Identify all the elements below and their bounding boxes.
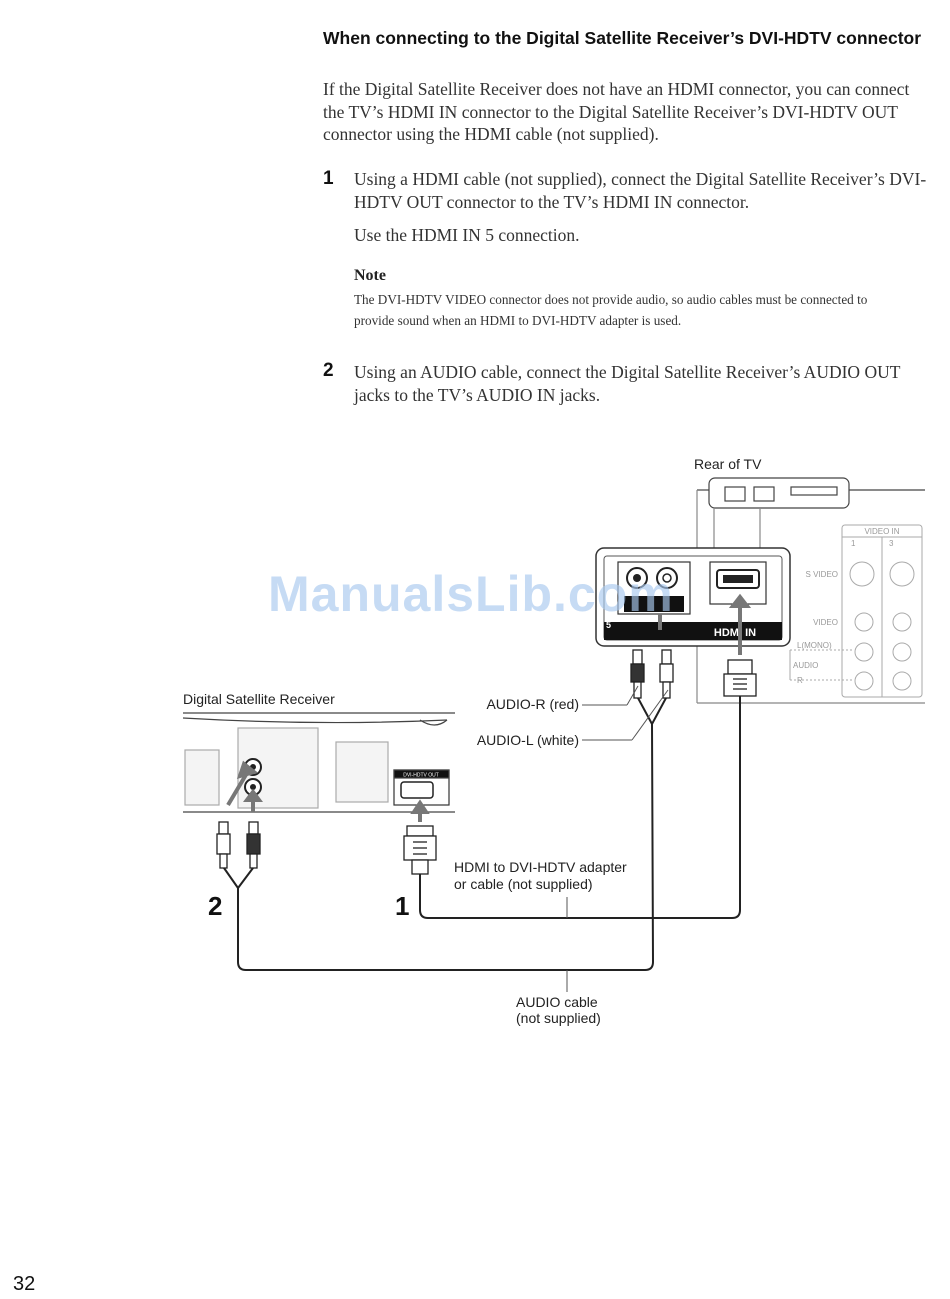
step-1-text: Using a HDMI cable (not supplied), conne… <box>354 169 927 212</box>
leader-lines <box>566 685 669 992</box>
dvi-out-label: DVI-HDTV OUT <box>403 773 439 779</box>
callout-1: 1 <box>395 891 409 921</box>
tv-rear-outline <box>696 477 925 704</box>
hdmi-adapter-label-line2: or cable (not supplied) <box>454 876 593 892</box>
video-label: VIDEO <box>813 618 838 627</box>
callout-2: 2 <box>208 891 222 921</box>
step-2-number: 2 <box>323 360 334 381</box>
video-in-panel <box>789 524 923 698</box>
hdmi-plugs <box>403 659 757 875</box>
video-in-1-label: 1 <box>851 539 856 548</box>
receiver-outline <box>182 712 455 813</box>
section-heading: When connecting to the Digital Satellite… <box>323 28 922 48</box>
audio-label: AUDIO <box>793 661 818 670</box>
receiver-audio-jack-bottom-center <box>250 784 256 790</box>
cables <box>223 696 741 971</box>
page-number: 32 <box>13 1273 36 1295</box>
receiver-label: Digital Satellite Receiver <box>183 691 335 707</box>
hdmi-in-label: HDMI IN <box>714 627 756 639</box>
note-text: The DVI-HDTV VIDEO connector does not pr… <box>354 292 868 328</box>
hdmi-port-number: 5 <box>606 620 611 630</box>
video-in-label: VIDEO IN <box>864 527 899 536</box>
rear-of-tv-label: Rear of TV <box>694 456 762 472</box>
step-1-subtext: Use the HDMI IN 5 connection. <box>354 225 580 245</box>
watermark: ManualsLib.com <box>268 566 674 622</box>
note-title: Note <box>354 267 386 284</box>
l-mono-label: L(MONO) <box>797 641 832 650</box>
audio-r-label: AUDIO-R (red) <box>486 696 579 712</box>
s-video-label: S VIDEO <box>806 570 838 579</box>
audio-plugs <box>216 649 674 869</box>
audio-l-label: AUDIO-L (white) <box>477 732 579 748</box>
r-label: R <box>797 676 803 685</box>
hdmi-adapter-label-line1: HDMI to DVI-HDTV adapter <box>454 859 627 875</box>
video-in-3-label: 3 <box>889 539 894 548</box>
intro-paragraph: If the Digital Satellite Receiver does n… <box>323 79 910 144</box>
audio-cable-label-line1: AUDIO cable <box>516 994 598 1010</box>
audio-cable-label-line2: (not supplied) <box>516 1010 601 1026</box>
step-2-text: Using an AUDIO cable, connect the Digita… <box>354 362 901 405</box>
step-1-number: 1 <box>323 168 334 189</box>
connection-arrows <box>226 593 752 822</box>
